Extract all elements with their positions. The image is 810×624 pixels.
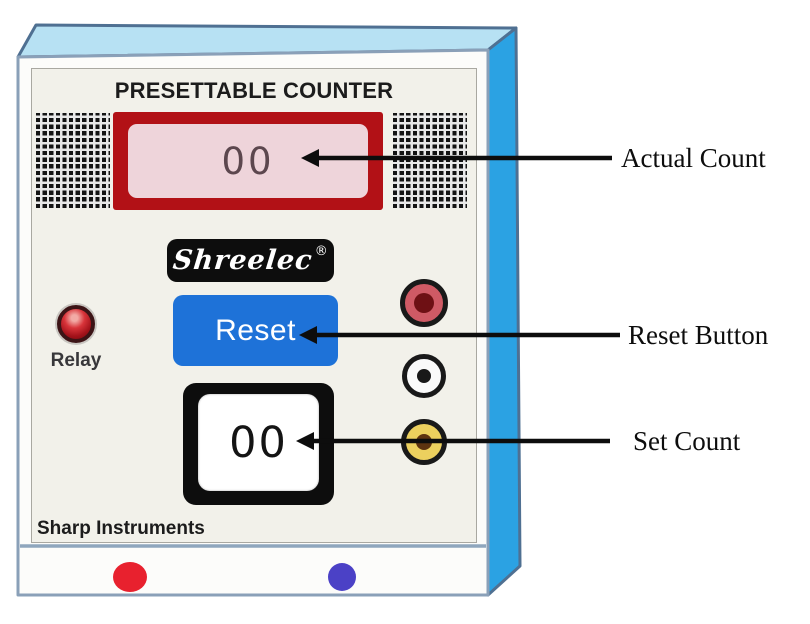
set-count-arrow <box>296 432 610 450</box>
reset-button-arrow <box>299 326 620 344</box>
actual-count-display-window: 00 <box>128 124 368 198</box>
annotation-actual-count: Actual Count <box>621 143 766 173</box>
rca-jack-white-center <box>417 369 431 383</box>
device-title: PRESETTABLE COUNTER <box>114 78 394 103</box>
set-count-window: 00 <box>198 394 319 491</box>
actual-count-display: 00 <box>113 112 383 210</box>
rca-jack-red-icon <box>400 279 448 327</box>
red-indicator-dot-icon <box>113 562 147 592</box>
annotation-set-count: Set Count <box>633 426 741 456</box>
speaker-grille-right-icon <box>393 113 467 208</box>
annotation-reset-button: Reset Button <box>628 320 769 350</box>
actual-count-value: 00 <box>221 139 275 183</box>
rca-jack-red-center <box>414 293 434 313</box>
brand-logo: Shreelec ® <box>167 239 334 282</box>
set-count-value: 00 <box>229 417 288 468</box>
relay-label: Relay <box>50 350 102 371</box>
rca-jack-white-icon <box>402 354 446 398</box>
reset-button-label: Reset <box>215 313 296 347</box>
relay-led-icon <box>57 305 95 343</box>
manufacturer-label: Sharp Instruments <box>37 518 205 539</box>
registered-trademark-icon: ® <box>314 244 328 259</box>
actual-count-arrow <box>301 149 612 167</box>
speaker-grille-left-icon <box>36 113 110 208</box>
blue-indicator-dot-icon <box>328 563 356 591</box>
